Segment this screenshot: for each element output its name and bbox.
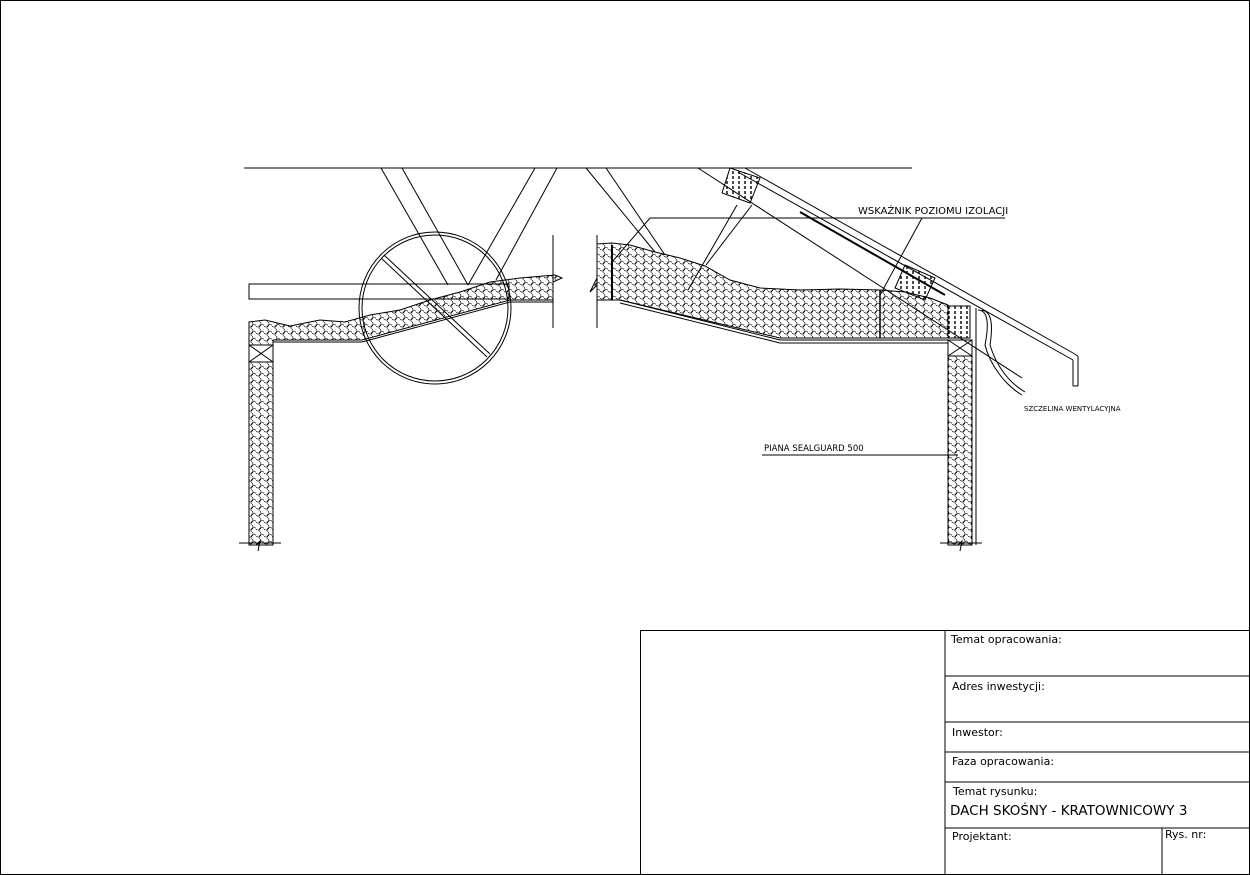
wall-plate bbox=[947, 305, 971, 339]
label-foam: PIANA SEALGUARD 500 bbox=[764, 444, 864, 454]
detail-circle bbox=[358, 231, 512, 385]
leader-lines bbox=[611, 217, 1005, 456]
title-block-drawing-subject-label: Temat rysunku: bbox=[953, 785, 1038, 798]
vent-block-bottom bbox=[894, 264, 936, 301]
title-block-subject-label: Temat opracowania: bbox=[951, 633, 1062, 646]
title-block-drawing-subject-value: DACH SKOŚNY - KRATOWNICOWY 3 bbox=[950, 803, 1188, 819]
title-block-investor-label: Inwestor: bbox=[952, 726, 1003, 739]
label-ventilation-gap: SZCZELINA WENTYLACYJNA bbox=[1024, 405, 1121, 413]
rafter bbox=[697, 167, 1079, 387]
right-wall bbox=[947, 339, 973, 546]
left-wall bbox=[248, 344, 274, 546]
ventilation-gap-line bbox=[977, 309, 1023, 396]
label-insulation-indicator: WSKAŹNIK POZIOMU IZOLACJI bbox=[858, 204, 1008, 217]
title-block-designer-label: Projektant: bbox=[952, 830, 1012, 843]
title-block-phase-label: Faza opracowania: bbox=[952, 755, 1055, 768]
vent-block-top bbox=[721, 167, 761, 204]
title-block-frame bbox=[640, 630, 1250, 875]
left-ceiling-foam bbox=[248, 274, 564, 346]
right-ceiling-foam bbox=[589, 242, 949, 339]
truss-diagonals bbox=[380, 167, 753, 291]
title-block-drawing-number-label: Rys. nr: bbox=[1165, 828, 1207, 841]
title-block-address-label: Adres inwestycji: bbox=[952, 680, 1045, 693]
